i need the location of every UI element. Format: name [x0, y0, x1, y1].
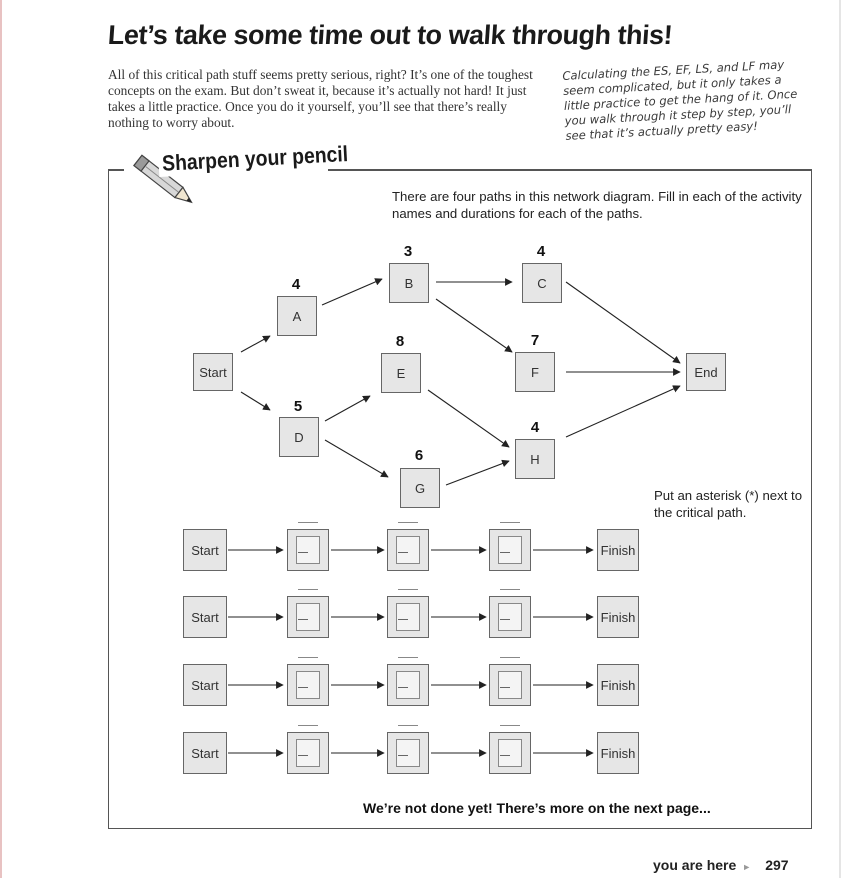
- asterisk-note: Put an asterisk (*) next to the critical…: [654, 488, 803, 520]
- activity-c: C: [522, 263, 562, 303]
- path-3-blank-1[interactable]: [287, 657, 329, 706]
- page-title: Let’s take some time out to walk through…: [106, 20, 674, 50]
- frame-top-right: [328, 169, 812, 171]
- path-3-finish: Finish: [597, 664, 639, 706]
- activity-e: E: [381, 353, 421, 393]
- end-node: End: [686, 353, 726, 391]
- start-node: Start: [193, 353, 233, 391]
- duration-h: 4: [530, 419, 540, 436]
- activity-f: F: [515, 352, 555, 392]
- frame-top-left: [108, 169, 124, 171]
- path-2-finish: Finish: [597, 596, 639, 638]
- path-1-blank-1[interactable]: [287, 522, 329, 571]
- not-done-note: We’re not done yet! There’s more on the …: [363, 800, 711, 816]
- path-2-blank-1[interactable]: [287, 589, 329, 638]
- right-page-edge: [839, 0, 841, 878]
- duration-f: 7: [530, 332, 540, 349]
- handwritten-note: Calculating the ES, EF, LS, and LF may s…: [562, 57, 798, 143]
- path-3-blank-2[interactable]: [387, 657, 429, 706]
- path-2-blank-3[interactable]: [489, 589, 531, 638]
- path-4-blank-2[interactable]: [387, 725, 429, 774]
- page-footer: you are here ► 297: [653, 857, 789, 873]
- page-number: 297: [765, 857, 789, 873]
- activity-b: B: [389, 263, 429, 303]
- duration-e: 8: [395, 333, 405, 350]
- path-1-blank-2[interactable]: [387, 522, 429, 571]
- duration-c: 4: [536, 243, 546, 260]
- path-2-start: Start: [183, 596, 227, 638]
- intro-paragraph: All of this critical path stuff seems pr…: [108, 67, 533, 130]
- path-4-start: Start: [183, 732, 227, 774]
- path-4-blank-1[interactable]: [287, 725, 329, 774]
- exercise-frame: [108, 169, 812, 829]
- duration-b: 3: [403, 243, 413, 260]
- duration-g: 6: [414, 447, 424, 464]
- you-are-here-label: you are here: [653, 857, 737, 873]
- path-2-blank-2[interactable]: [387, 589, 429, 638]
- activity-d: D: [279, 417, 319, 457]
- path-3-start: Start: [183, 664, 227, 706]
- path-4-finish: Finish: [597, 732, 639, 774]
- left-page-edge: [0, 0, 2, 878]
- path-1-blank-3[interactable]: [489, 522, 531, 571]
- arrow-right-icon: ►: [742, 862, 752, 872]
- activity-g: G: [400, 468, 440, 508]
- duration-d: 5: [293, 398, 303, 415]
- duration-a: 4: [291, 276, 301, 293]
- activity-a: A: [277, 296, 317, 336]
- instructions: There are four paths in this network dia…: [392, 189, 802, 221]
- path-3-blank-3[interactable]: [489, 657, 531, 706]
- path-4-blank-3[interactable]: [489, 725, 531, 774]
- path-1-start: Start: [183, 529, 227, 571]
- path-1-finish: Finish: [597, 529, 639, 571]
- activity-h: H: [515, 439, 555, 479]
